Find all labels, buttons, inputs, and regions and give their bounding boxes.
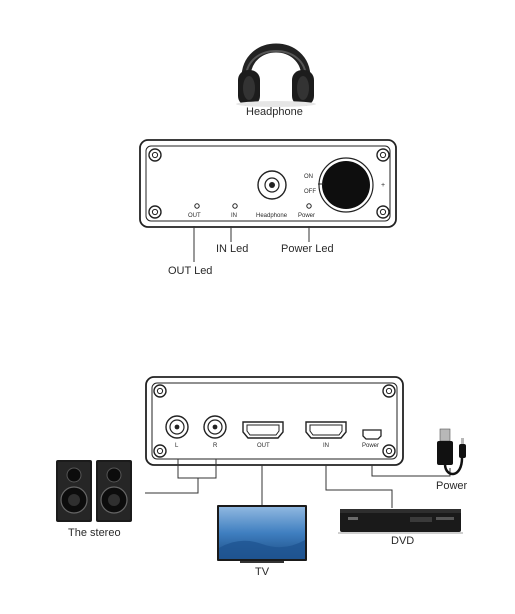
headphone-jack-icon (257, 170, 287, 200)
off-label: OFF (304, 189, 316, 195)
in-led-callout: IN Led (216, 243, 249, 255)
plus-label: + (381, 182, 386, 189)
headphone-panel-label: Headphone (256, 213, 288, 219)
hdmi-in-port-icon (305, 421, 347, 439)
out-led-icon (194, 203, 200, 209)
power-device-label: Power (436, 480, 468, 492)
rca-left-jack-icon (165, 415, 189, 439)
screw-icon (376, 205, 390, 219)
screw-icon (382, 384, 396, 398)
dvd-player-icon (338, 509, 463, 534)
out-panel-label: OUT (188, 213, 201, 219)
rca-right-jack-icon (203, 415, 227, 439)
micro-usb-port-icon (362, 429, 382, 440)
stereo-speakers-icon (56, 460, 132, 522)
power-led-icon (306, 203, 312, 209)
usb-power-cable-icon (437, 428, 466, 476)
power-rear-label: Power (362, 443, 380, 449)
rear-panel (145, 376, 404, 466)
in-led-icon (232, 203, 238, 209)
power-panel-label: Power (298, 213, 316, 219)
in-panel-label: IN (231, 213, 237, 219)
out-rear-label: OUT (257, 443, 270, 449)
screw-icon (153, 384, 167, 398)
callout-lines (193, 226, 310, 262)
tv-icon (217, 505, 307, 563)
on-label: ON (304, 174, 313, 180)
headphone-icon (236, 43, 316, 107)
volume-knob-icon (318, 157, 374, 213)
screw-icon (148, 205, 162, 219)
screw-icon (148, 148, 162, 162)
out-led-callout: OUT Led (168, 265, 213, 277)
in-rear-label: IN (323, 443, 329, 449)
headphone-label: Headphone (246, 106, 303, 118)
screw-icon (153, 444, 167, 458)
l-panel-label: L (175, 443, 179, 449)
r-panel-label: R (213, 443, 218, 449)
hdmi-out-port-icon (242, 421, 284, 439)
connection-lines (145, 459, 451, 508)
screw-icon (382, 444, 396, 458)
stereo-label: The stereo (68, 527, 121, 539)
screw-icon (376, 148, 390, 162)
front-panel (139, 139, 397, 228)
tv-label: TV (255, 566, 270, 578)
dvd-label: DVD (391, 535, 415, 547)
power-led-callout: Power Led (281, 243, 334, 255)
